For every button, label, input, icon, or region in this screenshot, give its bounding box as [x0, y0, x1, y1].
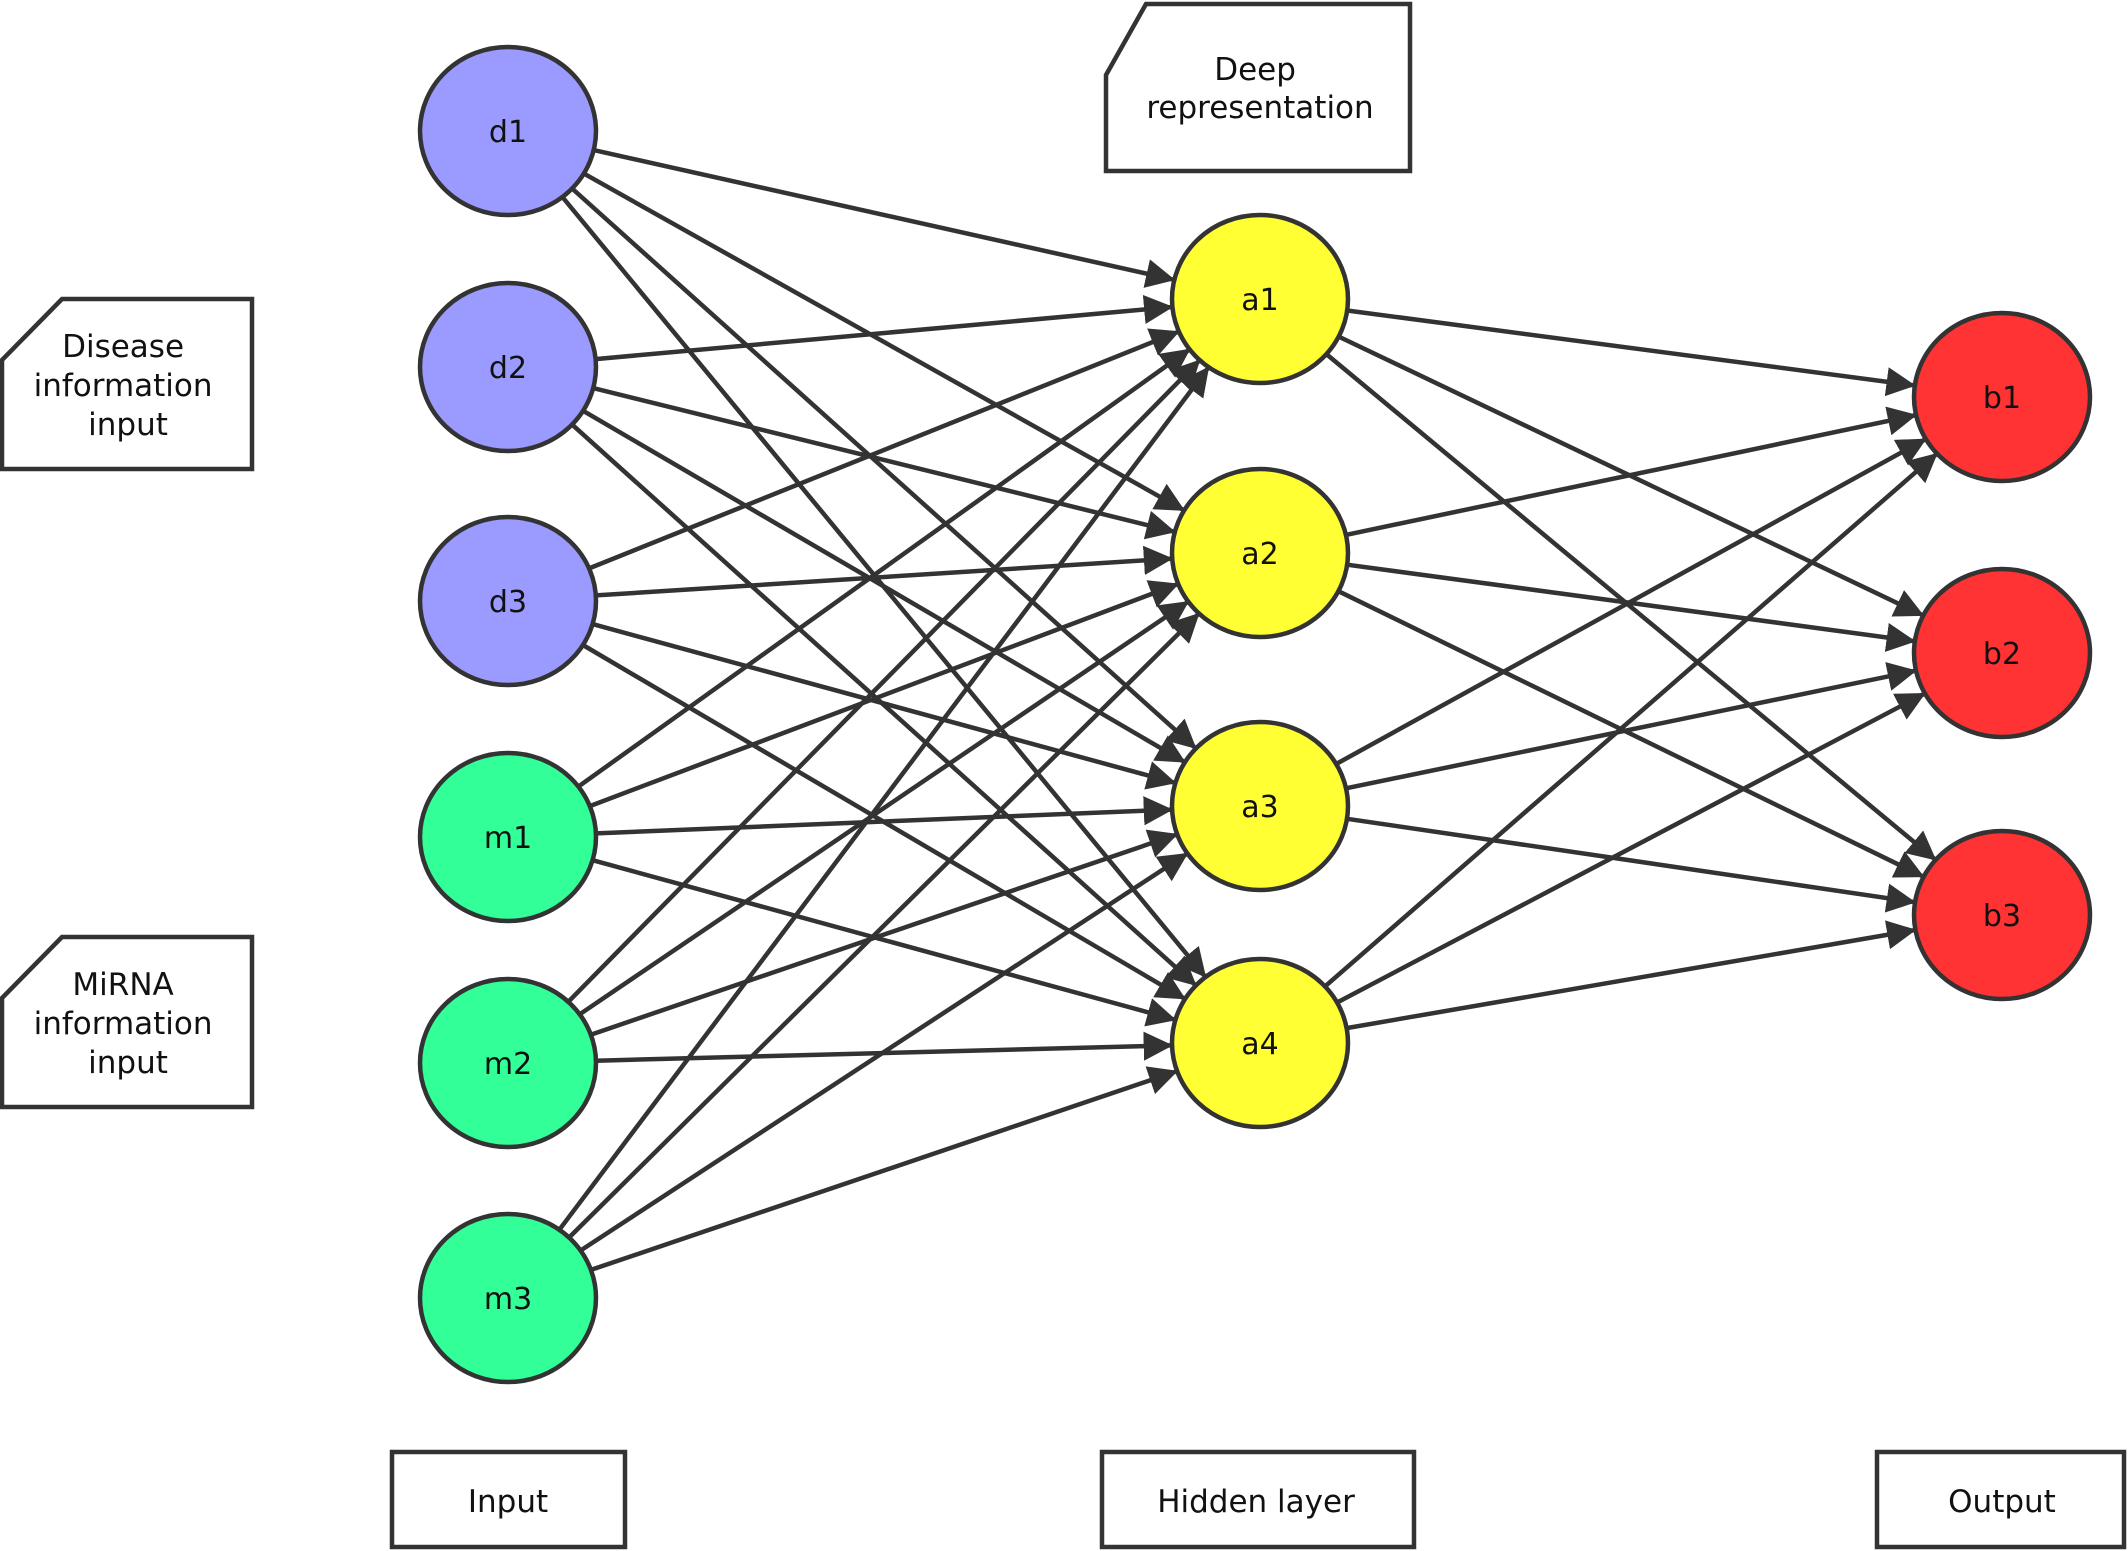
edge-m1-a4: [592, 858, 1177, 1027]
edge-m1-a2: [589, 580, 1180, 809]
mirna-input-text: MiRNA information input: [34, 967, 223, 1081]
nodes: d1 d2 d3 m1 m2 m3 a1 a2 a3 a4 b1 b2 b3: [417, 44, 2093, 1385]
node-a2-label: a2: [1241, 537, 1278, 572]
edge-d1-a2: [582, 171, 1185, 512]
deep-representation-callout: Deep representation: [1103, 1, 1413, 174]
node-d2-label: d2: [489, 351, 527, 386]
mirna-input-callout: MiRNA information input: [0, 934, 255, 1110]
node-a1: a1: [1169, 212, 1351, 386]
edge-a2-b3: [1337, 589, 1925, 878]
input-layer-label: Input: [389, 1449, 628, 1550]
edge-m2-a3: [590, 829, 1179, 1037]
node-d2-circle: [417, 280, 599, 454]
node-m2-circle: [417, 976, 599, 1150]
node-m1-label: m1: [484, 821, 532, 856]
deep-representation-box: [1103, 1, 1413, 174]
node-a3-label: a3: [1241, 790, 1278, 825]
node-a2-circle: [1169, 466, 1351, 640]
node-m3-circle: [417, 1211, 599, 1385]
node-d3-label: d3: [489, 585, 527, 620]
node-d3: d3: [417, 514, 599, 688]
edge-d3-a1: [588, 328, 1180, 571]
node-b2-circle: [1911, 566, 2093, 740]
edge-m3-a1: [557, 366, 1210, 1232]
disease-input-line-3: input: [88, 407, 168, 443]
node-a3: a3: [1169, 719, 1351, 893]
node-b3-label: b3: [1983, 899, 2021, 934]
edge-m3-a2: [567, 612, 1200, 1240]
edge-d2-a2: [592, 385, 1176, 540]
node-d1-circle: [417, 44, 599, 218]
edge-a3-b2: [1345, 662, 1917, 791]
node-a2: a2: [1169, 466, 1351, 640]
edge-a4-b1: [1323, 452, 1938, 989]
node-b1-label: b1: [1983, 381, 2021, 416]
node-d2: d2: [417, 280, 599, 454]
disease-input-line-1: Disease: [62, 329, 184, 365]
node-b2-label: b2: [1983, 637, 2021, 672]
deep-representation-line-2: representation: [1146, 90, 1373, 126]
node-b1-circle: [1911, 310, 2093, 484]
edge-d3-a2: [595, 545, 1174, 598]
input-layer-text: Input: [468, 1484, 548, 1520]
disease-input-callout: Disease information input: [0, 296, 255, 472]
node-m1-circle: [417, 750, 599, 924]
edge-a1-b1: [1346, 308, 1916, 397]
node-m3-label: m3: [484, 1282, 532, 1317]
edge-m3-a3: [579, 852, 1189, 1253]
node-a4: a4: [1169, 956, 1351, 1130]
disease-input-line-2: information: [34, 368, 213, 404]
node-a4-label: a4: [1241, 1027, 1278, 1062]
mirna-input-line-2: information: [34, 1006, 213, 1042]
edge-m1-a1: [577, 348, 1191, 789]
edge-a3-b3: [1346, 816, 1916, 913]
edge-d1-a1: [593, 147, 1176, 288]
hidden-layer-label: Hidden layer: [1099, 1449, 1417, 1550]
node-b1: b1: [1911, 310, 2093, 484]
disease-input-text: Disease information input: [34, 329, 223, 443]
node-a1-label: a1: [1241, 283, 1278, 318]
node-d1: d1: [417, 44, 599, 218]
connections: [557, 147, 1938, 1273]
edge-m3-a4: [590, 1066, 1178, 1273]
node-a1-circle: [1169, 212, 1351, 386]
edge-a4-b2: [1336, 692, 1926, 1005]
edge-d1-a3: [570, 186, 1197, 750]
node-b2: b2: [1911, 566, 2093, 740]
mirna-input-line-3: input: [88, 1045, 168, 1081]
node-b3: b3: [1911, 828, 2093, 1002]
mirna-input-line-1: MiRNA: [72, 967, 173, 1003]
edge-m2-a2: [578, 600, 1190, 1017]
edge-d2-a3: [581, 408, 1186, 764]
edge-a3-b1: [1335, 438, 1927, 766]
edge-a1-b3: [1324, 352, 1937, 861]
mirna-input-box: [0, 934, 255, 1110]
hidden-layer-text: Hidden layer: [1157, 1484, 1355, 1520]
node-b3-circle: [1911, 828, 2093, 1002]
edge-d3-a3: [592, 621, 1177, 790]
deep-representation-text: Deep representation: [1146, 52, 1373, 126]
node-a3-circle: [1169, 719, 1351, 893]
edge-a2-b1: [1345, 406, 1917, 538]
edge-a4-b3: [1346, 920, 1917, 1031]
node-m2-label: m2: [484, 1047, 532, 1082]
edge-m2-a1: [566, 359, 1201, 1004]
input-layer-box: [389, 1449, 628, 1550]
disease-input-box: [0, 296, 255, 472]
node-d1-label: d1: [489, 115, 527, 150]
node-m3: m3: [417, 1211, 599, 1385]
output-layer-box: [1874, 1449, 2127, 1550]
node-m2: m2: [417, 976, 599, 1150]
edge-d2-a1: [595, 294, 1174, 362]
deep-representation-line-1: Deep: [1214, 52, 1296, 88]
edge-m1-a3: [595, 796, 1174, 836]
output-layer-text: Output: [1948, 1484, 2056, 1520]
node-m1: m1: [417, 750, 599, 924]
output-layer-label: Output: [1874, 1449, 2127, 1550]
node-a4-circle: [1169, 956, 1351, 1130]
hidden-layer-box: [1099, 1449, 1417, 1550]
node-d3-circle: [417, 514, 599, 688]
